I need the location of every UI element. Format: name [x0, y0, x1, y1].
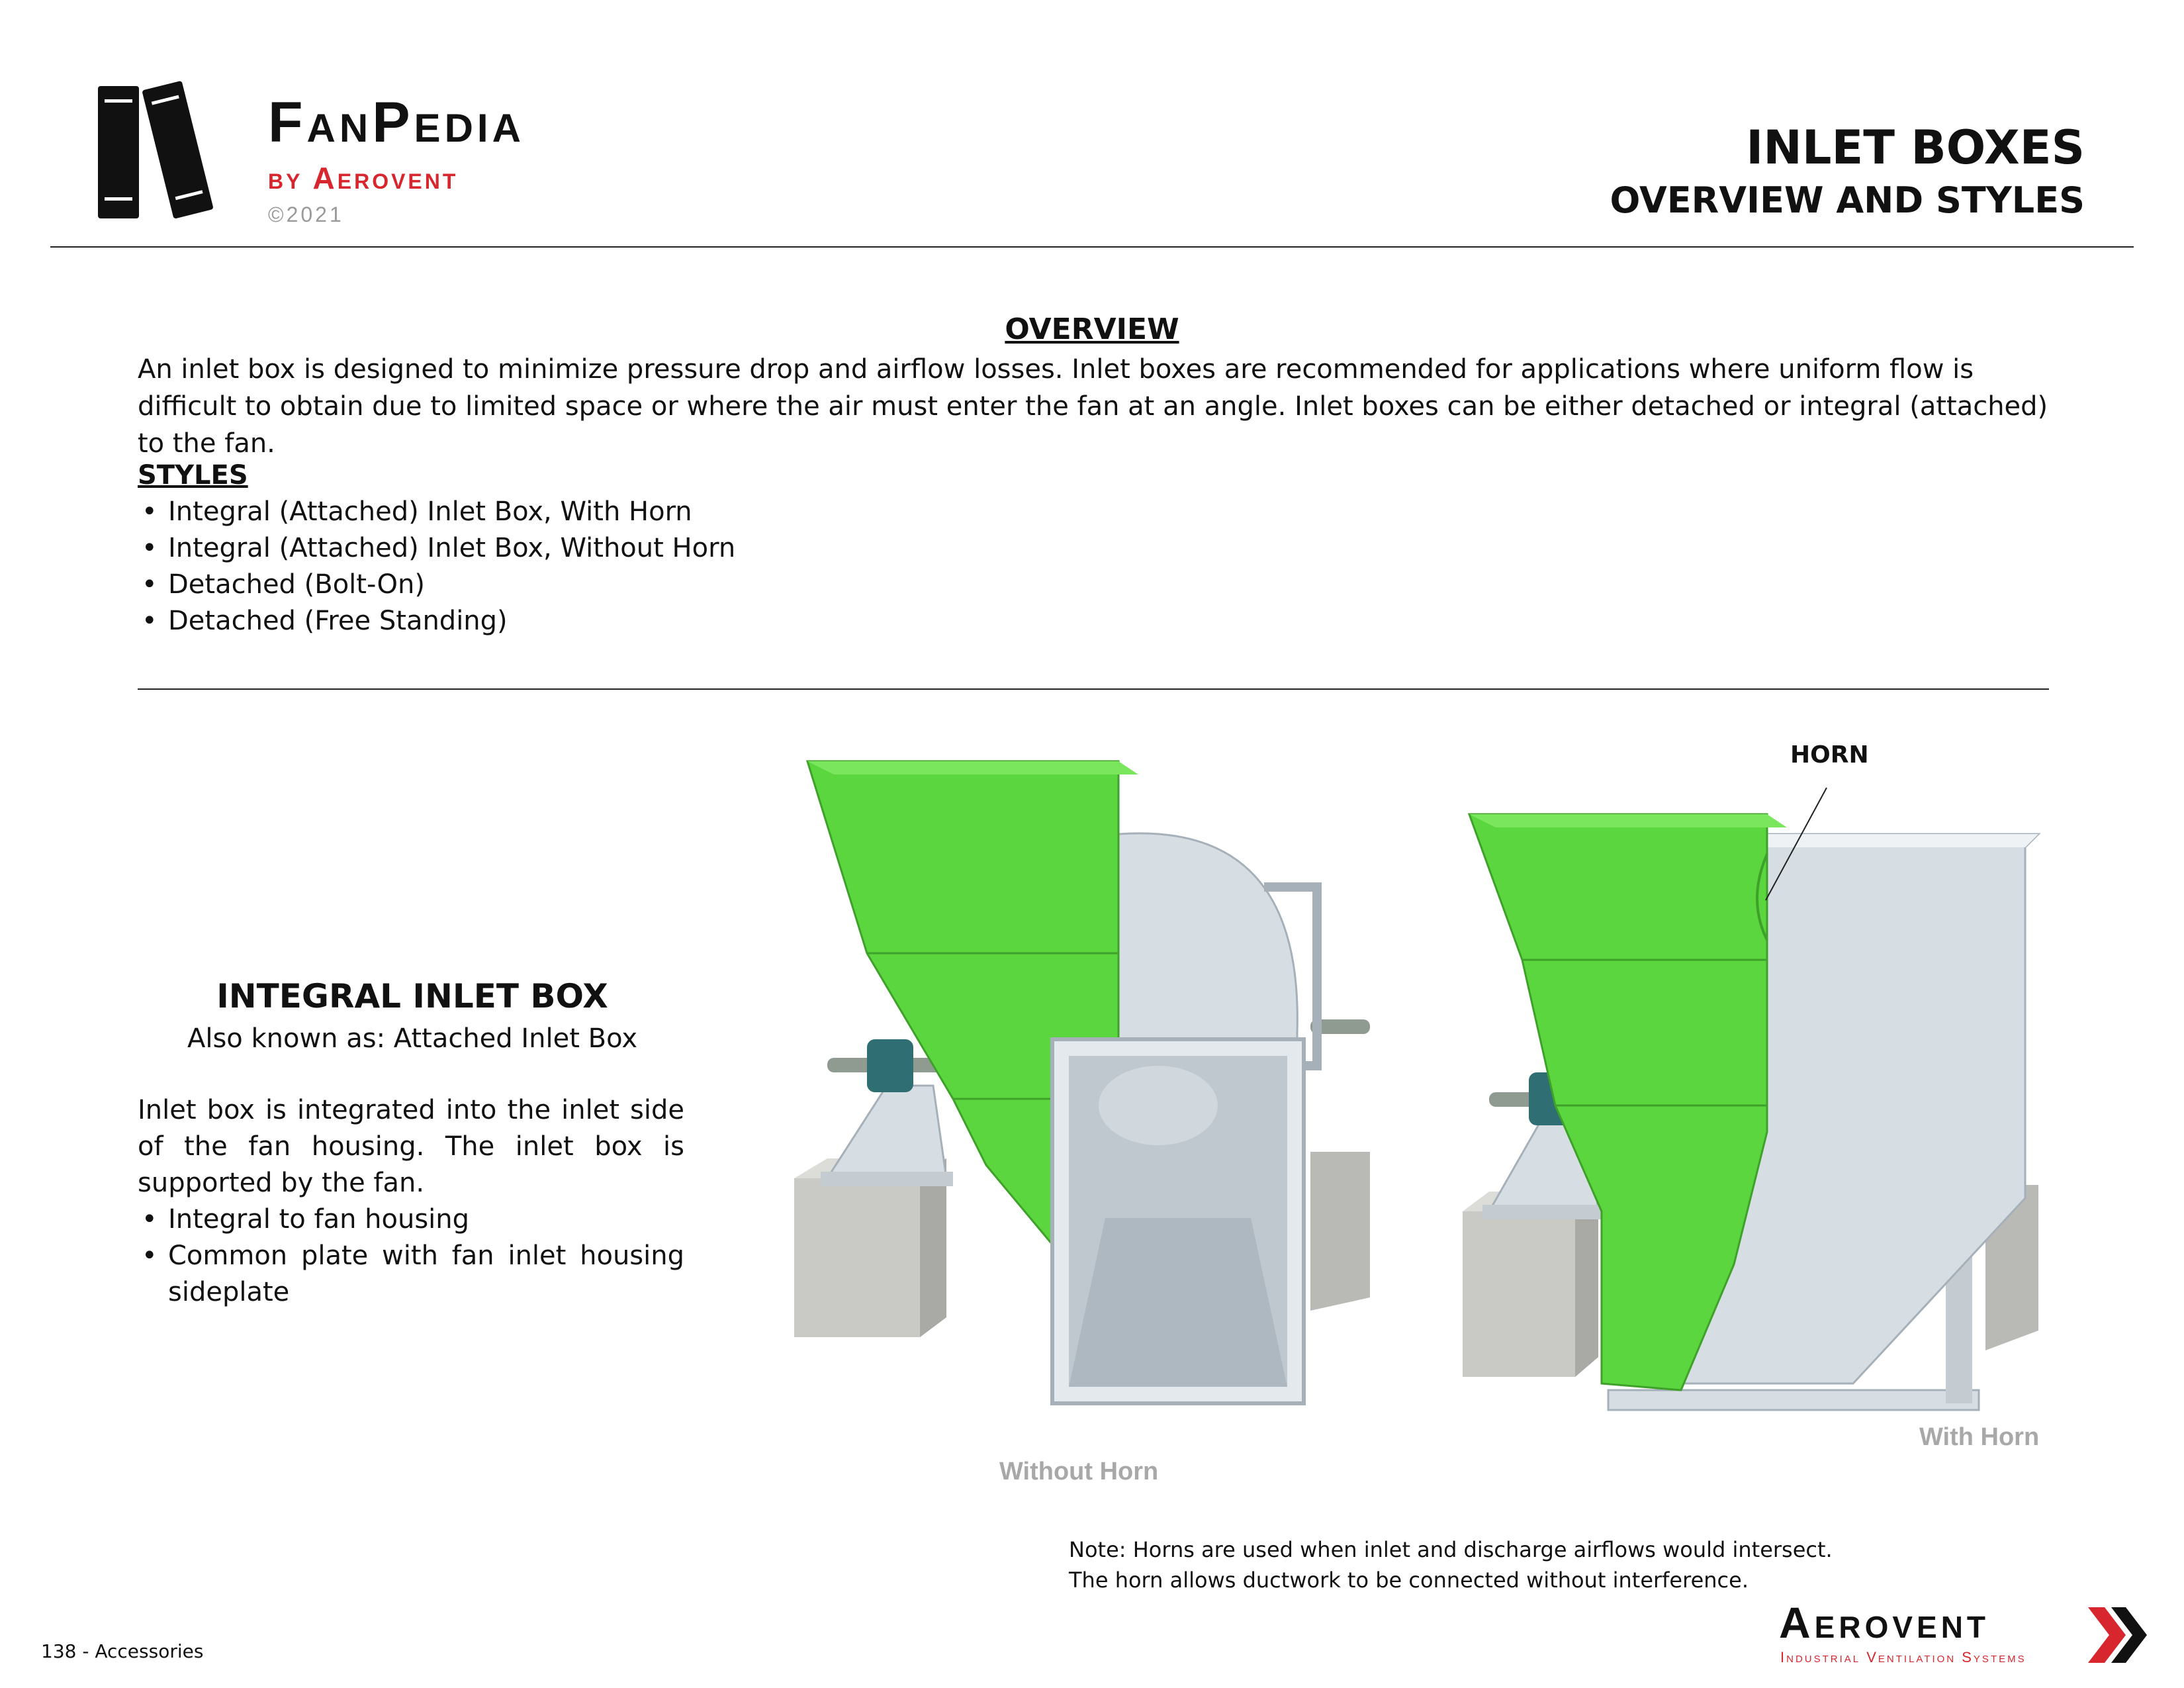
section-title: INTEGRAL INLET BOX: [216, 977, 608, 1015]
copyright-year: ©2021: [268, 203, 344, 226]
note-line: Note: Horns are used when inlet and disc…: [1069, 1537, 1833, 1562]
list-item: Integral (Attached) Inlet Box, With Horn: [138, 494, 735, 530]
fan-without-horn-illustration: [794, 760, 1370, 1405]
horn-note: Note: Horns are used when inlet and disc…: [1069, 1534, 1833, 1595]
aerovent-logo-tagline: Industrial Ventilation Systems: [1780, 1649, 2026, 1665]
list-item: Integral (Attached) Inlet Box, Without H…: [138, 530, 735, 567]
overview-heading: OVERVIEW: [1005, 312, 1179, 346]
list-item: Common plate with fan inlet housing side…: [138, 1238, 684, 1311]
list-item: Detached (Bolt-On): [138, 567, 735, 603]
page-title: INLET BOXES: [1746, 120, 2085, 175]
brand-subtitle: by Aerovent: [268, 161, 459, 195]
aerovent-logo-text: Aerovent: [1779, 1598, 1990, 1647]
brand-name: FanPedia: [268, 91, 525, 154]
section-aka: Also known as: Attached Inlet Box: [187, 1023, 638, 1054]
section-divider: [138, 688, 2049, 690]
horn-label: HORN: [1790, 741, 1869, 769]
chevron-logo-icon: [2088, 1607, 2147, 1663]
note-line: The horn allows ductwork to be connected…: [1069, 1568, 1749, 1593]
overview-paragraph: An inlet box is designed to minimize pre…: [138, 354, 2048, 459]
caption-with-horn: With Horn: [1919, 1423, 2040, 1451]
page-number: 138 - Accessories: [41, 1640, 204, 1662]
books-logo-icon: [98, 81, 213, 218]
list-item: Detached (Free Standing): [138, 603, 735, 639]
header-divider: [50, 246, 2134, 248]
section-bullets: Integral to fan housing Common plate wit…: [138, 1201, 684, 1311]
caption-without-horn: Without Horn: [999, 1458, 1159, 1485]
fan-with-horn-illustration: [1463, 787, 2041, 1411]
section-description: Inlet box is integrated into the inlet s…: [138, 1095, 684, 1198]
page-subtitle: OVERVIEW AND STYLES: [1610, 179, 2085, 221]
styles-heading: STYLES: [138, 460, 248, 491]
list-item: Integral to fan housing: [138, 1201, 684, 1238]
styles-list: Integral (Attached) Inlet Box, With Horn…: [138, 494, 735, 639]
